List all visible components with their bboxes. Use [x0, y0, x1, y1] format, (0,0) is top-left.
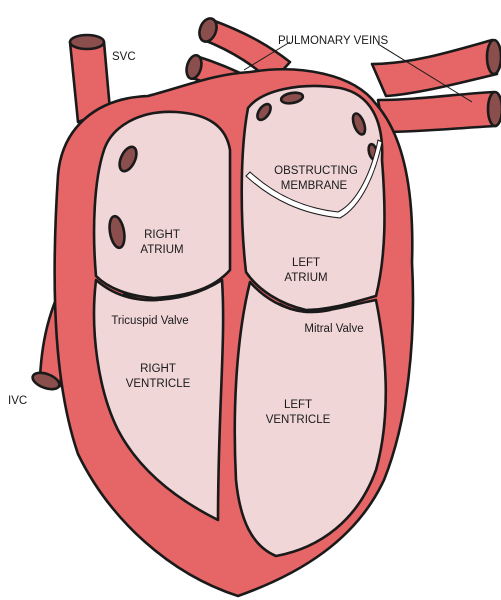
pulmonary-vein-right-1	[372, 40, 497, 96]
pulmonary-veins-label: PULMONARY VEINS	[278, 35, 388, 47]
mitral-valve-label: Mitral Valve	[304, 323, 363, 335]
ivc-label: IVC	[8, 395, 27, 407]
obstructing-membrane-label-line2: MEMBRANE	[281, 180, 348, 192]
obstructing-membrane-label-line1: OBSTRUCTING	[274, 165, 358, 177]
right-ventricle-label-line1: RIGHT	[140, 363, 176, 375]
right-ventricle-label-line2: VENTRICLE	[126, 378, 191, 390]
right-atrium-label-line1: RIGHT	[144, 229, 180, 241]
left-atrium-label-line2: ATRIUM	[284, 272, 327, 284]
pulmonary-vein-right-2-opening	[488, 92, 501, 126]
right-atrium-label-line2: ATRIUM	[140, 244, 183, 256]
tricuspid-valve-label: Tricuspid Valve	[111, 315, 188, 327]
right-atrium-chamber	[94, 112, 230, 298]
left-ventricle-label-line1: LEFT	[284, 399, 312, 411]
svc-opening	[70, 35, 104, 49]
pulmonary-vein-right-1-opening	[487, 40, 501, 74]
left-atrium-label-line1: LEFT	[292, 257, 320, 269]
left-ventricle-label-line2: VENTRICLE	[266, 414, 331, 426]
pulmonary-vein-right-2	[378, 92, 496, 132]
svc-label: SVC	[112, 51, 136, 63]
